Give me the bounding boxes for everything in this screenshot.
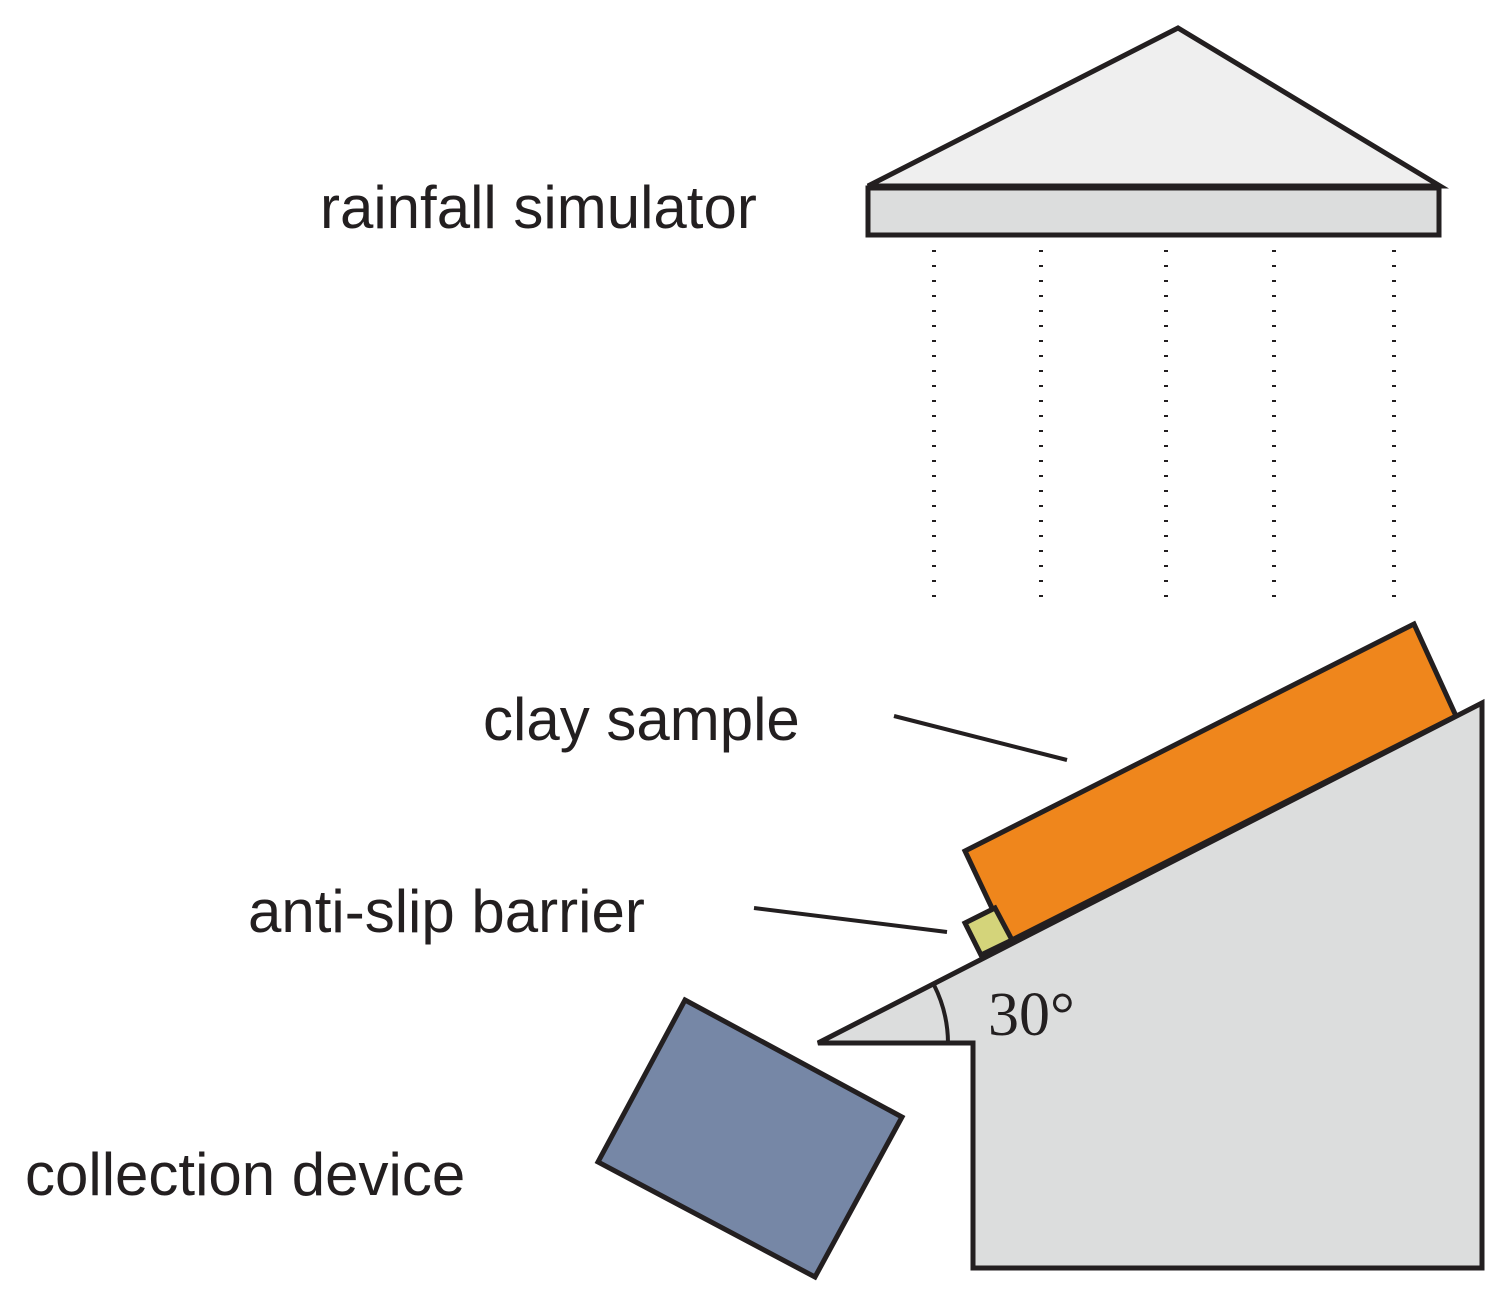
anti-slip-barrier-leader xyxy=(753,906,948,934)
rain-lines xyxy=(932,250,1396,606)
rainfall-simulator-label: rainfall simulator xyxy=(320,174,757,241)
simulator-roof xyxy=(866,25,1449,189)
angle-arc xyxy=(932,984,950,1044)
simulator-base xyxy=(865,185,1442,238)
rainfall-simulator xyxy=(865,25,1449,238)
anti-slip-barrier xyxy=(961,904,1016,959)
anti-slip-barrier-label: anti-slip barrier xyxy=(248,878,645,945)
clay-sample-label: clay sample xyxy=(483,686,800,753)
clay-sample-leader xyxy=(893,714,1068,762)
collection-device-label: collection device xyxy=(25,1141,465,1208)
collection-device xyxy=(594,996,906,1281)
slope-angle-label: 30° xyxy=(988,981,1075,1049)
